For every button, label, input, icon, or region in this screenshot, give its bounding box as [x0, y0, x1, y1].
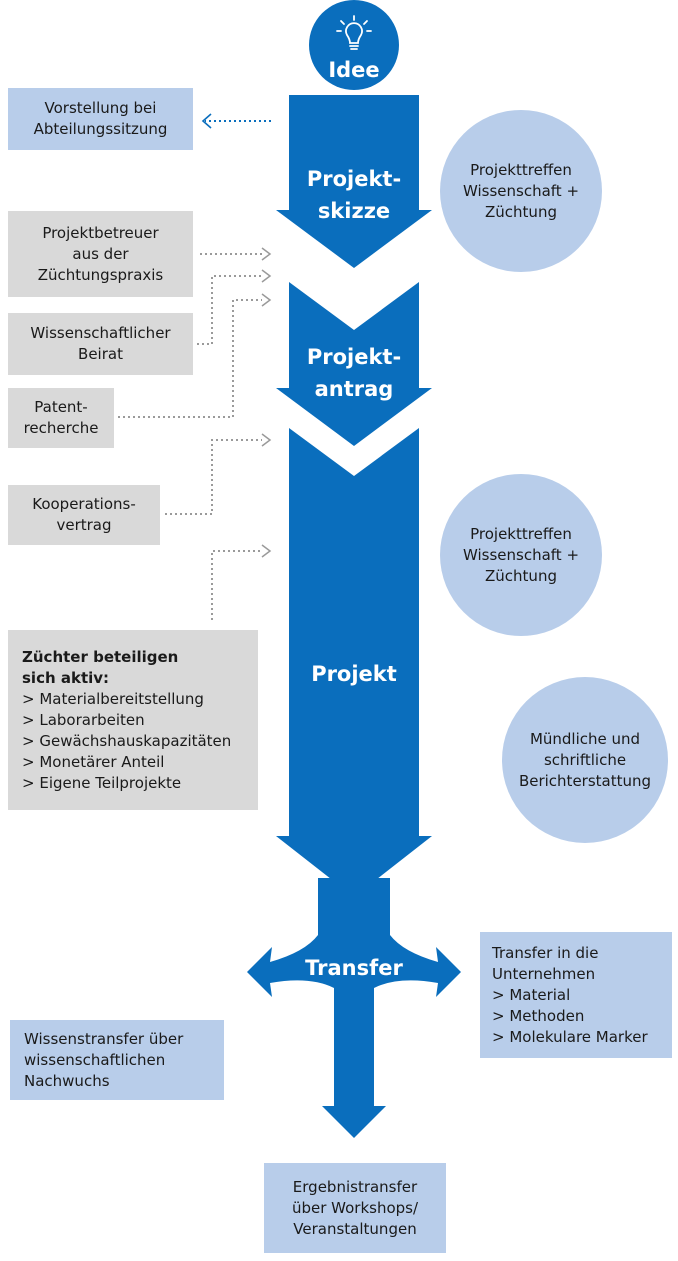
vorstellung-connector	[201, 113, 271, 129]
vorstellung-box: Vorstellung bei Abteilungssitzung	[8, 88, 193, 150]
unternehmen-transfer-box: Transfer in die Unternehmen > Material >…	[480, 932, 672, 1058]
kooperationsvertrag-box: Kooperations- vertrag	[8, 485, 160, 545]
berichterstattung-circle: Mündliche und schriftliche Berichterstat…	[502, 677, 668, 843]
wissenstransfer-box: Wissenstransfer über wissenschaftlichen …	[10, 1020, 224, 1100]
ergebnistransfer-box: Ergebnistransfer über Workshops/ Veranst…	[264, 1163, 446, 1253]
wissen-line3: Nachwuchs	[24, 1071, 110, 1090]
beirat-line2: Beirat	[78, 345, 123, 363]
stage-projekt: Projekt	[311, 662, 397, 686]
treffen1-line1: Projekttreffen	[470, 160, 572, 179]
stage-transfer: Transfer	[305, 956, 403, 980]
zuechter-item: > Eigene Teilprojekte	[22, 773, 182, 792]
projektantrag-arrow	[276, 282, 432, 446]
patent-line2: recherche	[23, 419, 99, 437]
treffen2-line2: Wissenschaft +	[462, 545, 580, 564]
treffen2-line1: Projekttreffen	[470, 524, 572, 543]
wissen-line1: Wissenstransfer über	[24, 1029, 184, 1048]
unternehmen-item: > Material	[492, 985, 571, 1004]
unternehmen-heading-line1: Transfer in die	[492, 943, 599, 962]
bericht-line3: Berichterstattung	[518, 771, 652, 790]
zuechter-item: > Gewächshauskapazitäten	[22, 731, 232, 750]
unternehmen-item: > Methoden	[492, 1006, 585, 1025]
dotted-connectors	[118, 253, 262, 620]
stage-projektskizze-line2: skizze	[317, 199, 391, 223]
beirat-box: Wissenschaftlicher Beirat	[8, 313, 193, 375]
projekttreffen-circle-1: Projekttreffen Wissenschaft + Züchtung	[440, 110, 602, 272]
zuechter-box: Züchter beteiligen sich aktiv: > Materia…	[8, 630, 258, 810]
zuechter-item: > Laborarbeiten	[22, 710, 145, 729]
bericht-line1: Mündliche und	[529, 729, 641, 748]
treffen2-line3: Züchtung	[485, 566, 557, 585]
projektbetreuer-line3: Züchtungspraxis	[37, 265, 164, 284]
patentrecherche-box: Patent- recherche	[8, 388, 114, 448]
connector-arrowheads	[261, 247, 272, 558]
treffen1-line2: Wissenschaft +	[462, 181, 580, 200]
projektskizze-arrow	[276, 95, 432, 268]
lightbulb-icon	[336, 15, 372, 50]
patent-line1: Patent-	[34, 398, 88, 416]
beirat-line1: Wissenschaftlicher	[30, 324, 171, 342]
zuechter-heading-line2: sich aktiv:	[22, 668, 110, 687]
bericht-line2: schriftliche	[543, 750, 627, 769]
treffen1-line3: Züchtung	[485, 202, 557, 221]
ergebnis-line1: Ergebnistransfer	[292, 1177, 418, 1196]
stage-idee: Idee	[328, 58, 380, 82]
zuechter-item: > Monetärer Anteil	[22, 752, 165, 771]
projektbetreuer-line1: Projektbetreuer	[42, 223, 159, 242]
stage-projektantrag: Projekt- antrag	[289, 341, 419, 405]
kooperation-line1: Kooperations-	[32, 495, 136, 513]
transfer-arrow	[247, 878, 461, 1138]
ergebnis-line3: Veranstaltungen	[293, 1219, 417, 1238]
stage-projektantrag-line1: Projekt-	[306, 345, 402, 369]
idee-circle	[309, 0, 399, 90]
stage-projektantrag-line2: antrag	[314, 377, 394, 401]
vorstellung-line2: Abteilungssitzung	[33, 120, 168, 138]
wissen-line2: wissenschaftlichen	[24, 1050, 166, 1069]
zuechter-item: > Materialbereitstellung	[22, 689, 204, 708]
unternehmen-item: > Molekulare Marker	[492, 1027, 648, 1046]
stage-projektskizze-line1: Projekt-	[306, 167, 402, 191]
vorstellung-line1: Vorstellung bei	[44, 99, 157, 117]
projekttreffen-circle-2: Projekttreffen Wissenschaft + Züchtung	[440, 474, 602, 636]
stage-projektskizze: Projekt- skizze	[289, 163, 419, 227]
projektbetreuer-line2: aus der	[72, 244, 129, 263]
kooperation-line2: vertrag	[56, 516, 112, 534]
unternehmen-heading-line2: Unternehmen	[492, 964, 596, 983]
projektbetreuer-box: Projektbetreuer aus der Züchtungspraxis	[8, 211, 193, 297]
projekt-arrow	[276, 428, 432, 897]
ergebnis-line2: über Workshops/	[291, 1198, 419, 1217]
zuechter-heading-line1: Züchter beteiligen	[22, 647, 179, 666]
